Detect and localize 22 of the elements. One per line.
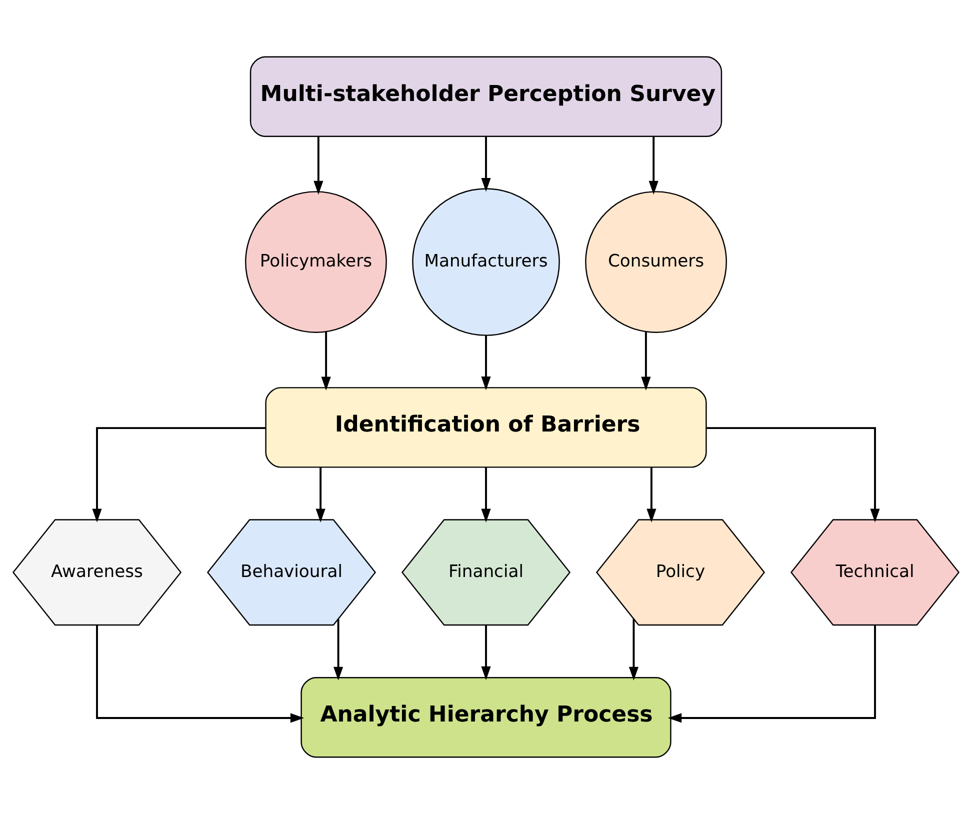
arrow xyxy=(648,136,658,194)
node-circle: Consumers xyxy=(585,190,727,332)
node-box: Identification of Barriers xyxy=(265,386,707,468)
arrow xyxy=(481,136,491,192)
arrow xyxy=(628,618,639,680)
arrow xyxy=(646,466,656,522)
arrow xyxy=(481,624,491,680)
node-circle: Manufacturers xyxy=(412,188,560,336)
arrow xyxy=(333,618,344,680)
arrow xyxy=(706,426,880,522)
arrow xyxy=(321,331,331,390)
arrow xyxy=(641,331,651,390)
arrow xyxy=(668,624,876,722)
node-box: Analytic Hierarchy Process xyxy=(300,676,672,758)
arrow xyxy=(314,136,324,194)
node-circle: Policymakers xyxy=(245,190,387,332)
arrow xyxy=(96,624,304,722)
node-box: Multi-stakeholder Perception Survey xyxy=(250,56,722,137)
arrow xyxy=(481,335,491,390)
arrow xyxy=(92,426,266,522)
arrow xyxy=(481,466,491,522)
arrow xyxy=(316,466,326,522)
